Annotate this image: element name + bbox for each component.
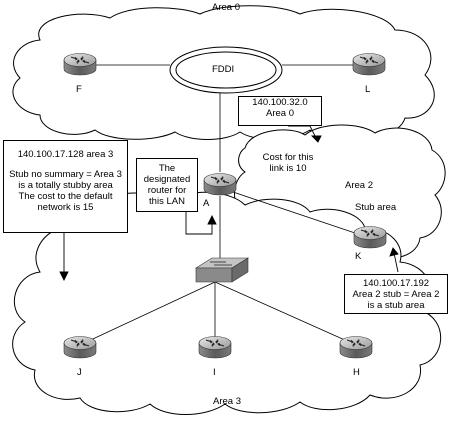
area3-info-box: 140.100.17.128 area 3 Stub no summary = … [3,140,128,233]
router-K-icon [353,226,387,249]
router-I-label: I [213,367,216,378]
network-links [79,64,357,346]
area3-label: Area 3 [213,396,241,407]
area0-label: Area 0 [212,2,240,13]
router-L-icon [352,53,386,76]
fddi-label: FDDI [212,64,235,75]
router-L-label: L [365,84,371,95]
switch-icon [194,257,250,283]
area3-cloud [12,191,442,415]
link-cost-callout: Cost for this link is 10 [262,152,314,174]
router-J-icon [63,336,97,359]
router-H-icon [339,336,373,359]
router-I-icon [198,336,232,359]
router-H-label: H [353,367,360,378]
router-F-label: F [76,84,82,95]
area0-network-callout: 140.100.32.0 Area 0 [238,96,322,126]
stub-area-label: Stub area [355,202,397,213]
router-A-icon [203,173,237,196]
designated-router-box: The designated router for this LAN [136,158,198,212]
area2-info-box: 140.100.17.192 Area 2 stub = Area 2 is a… [344,274,448,314]
callout-arrows [59,125,399,282]
area2-label: Area 2 [345,180,373,191]
fddi-ring [169,46,283,94]
router-F-icon [63,53,97,76]
router-J-label: J [77,367,82,378]
router-K-label: K [355,251,362,262]
router-A-label: A [203,198,210,209]
